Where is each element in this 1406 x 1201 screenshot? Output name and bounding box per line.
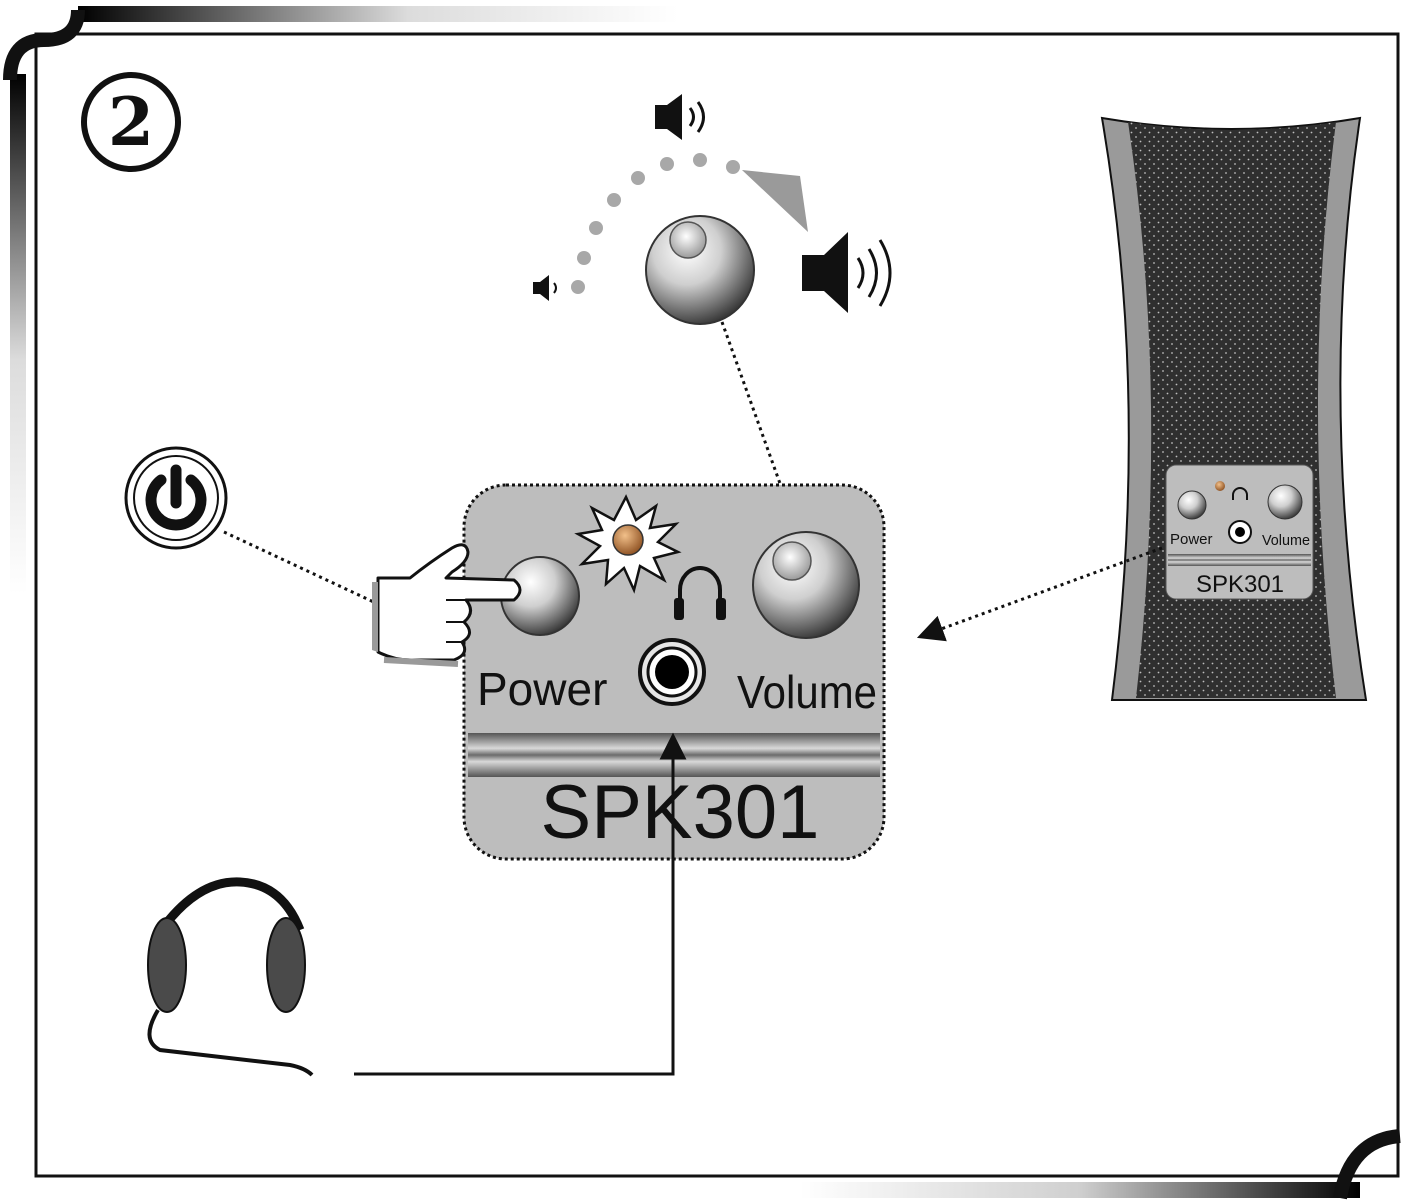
speaker-volume-label: Volume [1262, 532, 1310, 549]
headphone-jack[interactable] [638, 638, 706, 706]
speaker-mid-icon [655, 94, 705, 140]
speaker-model-label: SPK301 [1196, 571, 1284, 598]
volume-arrow-head [742, 170, 808, 232]
step-badge: 2 [81, 72, 181, 172]
step-number: 2 [108, 83, 154, 161]
headphone-icon [674, 566, 726, 620]
power-icon [124, 446, 228, 550]
headphones-icon [147, 877, 314, 1077]
speaker-low-icon [533, 275, 557, 301]
volume-label: Volume [737, 666, 877, 718]
speaker-unit: Power Volume SPK301 [1100, 116, 1368, 701]
zoom-leader-line [916, 546, 1163, 642]
volume-knob-large [645, 215, 755, 325]
volume-dots-arc [571, 153, 740, 294]
page-frame [3, 6, 1401, 1200]
power-leader-line [223, 530, 379, 606]
headphone-connection-line [354, 732, 687, 1076]
led-icon [574, 494, 682, 594]
volume-direction-illustration [533, 94, 892, 529]
speaker-high-icon [802, 232, 892, 313]
speaker-control-panel: Power Volume SPK301 [1165, 464, 1314, 600]
pointing-hand-icon [372, 543, 522, 667]
speaker-power-label: Power [1170, 531, 1213, 548]
volume-knob[interactable] [752, 531, 860, 639]
model-label: SPK301 [541, 770, 820, 855]
power-label: Power [477, 663, 607, 715]
